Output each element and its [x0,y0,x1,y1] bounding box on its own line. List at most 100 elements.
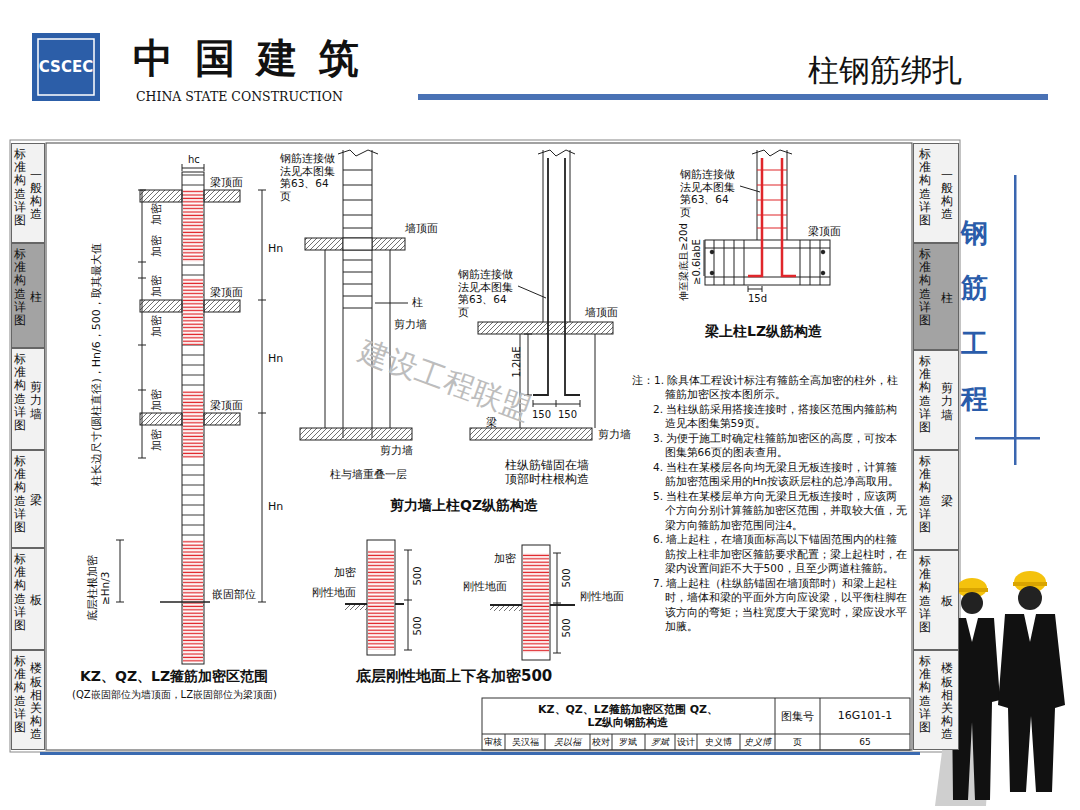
wall-anchor-figure [533,158,580,395]
part-label: 柱 [412,296,423,309]
wall-column-figure [343,170,372,308]
dimension-label: 500 [561,568,573,587]
beam-column-figure [710,271,714,275]
page-frame [10,140,960,752]
section-title: 钢筋工程 [961,205,988,426]
beam-column-figure [757,170,787,228]
ground-figure-right [490,606,522,611]
column-hoop-figure [204,190,240,202]
title-block-cell: 审核 [484,737,502,748]
reference-note: 钢筋连接做法见本图集第63、64页 [458,268,516,318]
workers-illustration [998,614,1065,792]
wall-column-figure [343,150,372,438]
beam-column-figure [762,286,763,292]
column-hoop-figure [258,300,266,301]
level-label: 梁顶面 [808,225,841,238]
figure-caption: 底层刚性地面上下各加密500 [356,667,552,685]
zone-label: 加密 [150,315,163,337]
column-hoop-figure [142,190,143,458]
column-hoop-figure [204,413,240,425]
zone-label: 加密 [150,275,163,297]
part-label: 梁 [486,416,497,429]
title-block [612,734,613,750]
column-hoop-figure [116,164,266,664]
header-rule [418,94,1048,100]
wall-column-figure [300,428,412,440]
column-hoop-figure [262,190,263,602]
dimension-label: 500 [412,566,424,585]
title-block-cell: 16G101-1 [838,709,892,722]
side-rule [975,437,1040,440]
workers-illustration [1024,614,1036,642]
wall-anchor-figure [520,334,595,428]
beam-column-figure [704,240,705,276]
dimension-note: 柱长边尺寸(圆柱直径)，Hn/6，500，取其最大值 [89,244,102,487]
title-block-cell: 图集号 [781,710,814,723]
column-hoop-figure [138,458,146,459]
title-block-cell: 罗斌 [619,737,637,748]
dimension-note: 底层柱根加密 [86,555,99,621]
zone-label: 加密 [150,429,163,451]
column-hoop-figure [138,190,146,191]
title-block-cell: 65 [859,737,870,748]
column-hoop-figure [182,164,183,171]
workers-illustration [956,588,988,592]
column-hoop-figure [183,390,203,458]
logo-mark [38,39,94,95]
title-block [820,698,821,750]
ground-figure-left [404,550,412,551]
ground-figure-left [368,550,394,650]
side-tab: 标准构造详图板 [11,548,45,650]
ground-figure-left [404,600,412,601]
zone-label: 加密 [150,203,163,225]
figure-caption: 柱纵筋锚固在墙顶部时柱根构造 [505,458,595,487]
title-block-cell: 设计 [677,737,695,748]
wall-anchor-figure [538,150,575,156]
column-hoop-figure [183,390,203,458]
ground-figure-right [523,553,549,653]
tab-category: 柱 [941,292,953,305]
title-block [482,698,910,750]
figure-subcaption: (QZ嵌固部位为墙顶面，LZ嵌固部位为梁顶面) [72,689,277,701]
tab-category: 一般构造 [941,169,953,222]
title-block [740,734,741,750]
beam-column-figure [752,150,792,156]
dimension-label: hc [188,154,200,166]
beam-column-figure [821,271,825,275]
part-label: 刚性地面 [580,590,624,603]
column-hoop-figure [183,278,203,345]
part-label: 剪力墙 [380,444,413,457]
side-tab: 标准构造详图楼板相关构造 [11,650,45,750]
ground-figure-right [522,545,550,660]
level-label: 墙顶面 [405,222,438,235]
column-hoop-figure [140,413,182,425]
ground-figure-right [553,603,561,604]
column-hoop-figure [258,413,266,414]
title-block [482,734,910,735]
page-frame [46,143,912,750]
figure-caption: 梁上柱LZ纵筋构造 [705,323,822,340]
column-hoop-figure [182,172,204,664]
column-hoop-figure [140,300,182,312]
zone-label: 加密 [150,389,163,411]
signature: 史义博 [744,737,771,748]
workers-illustration [961,592,983,614]
column-hoop-figure [140,190,182,202]
dimension-label: Hn [268,500,283,513]
side-tab: 标准构造详图一般构造 [11,143,45,243]
tab-heading: 标准构造详图 [919,555,931,634]
note-text: 3. 为便于施工时确定柱箍筋加密区的高度，可按本图集第66页的图表查用。 [632,431,908,460]
title-block-cell: 页 [793,737,802,748]
tab-heading: 标准构造详图 [919,355,931,434]
zone-label: 加密 [150,235,163,257]
page-frame [40,752,920,755]
wall-anchor-figure [470,428,592,440]
wall-anchor-figure [478,322,613,334]
workers-illustration [1013,582,1047,586]
wall-anchor-figure [543,150,570,322]
column-hoop-figure [138,278,146,279]
company-name-en: CHINA STATE CONSTRUCTION [136,89,343,104]
tab-category: 梁 [941,495,953,508]
